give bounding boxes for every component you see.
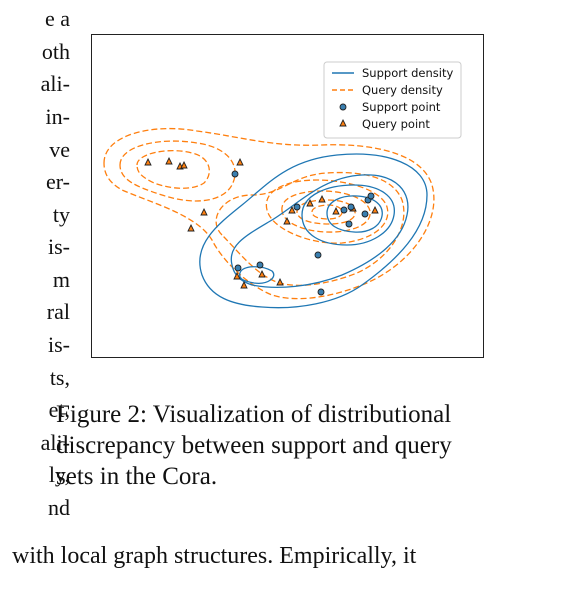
density-plot: Support density Query density Support po… — [103, 61, 462, 309]
figure-plot: Support density Query density Support po… — [91, 34, 484, 358]
support-point-swatch — [339, 103, 347, 111]
query-point — [371, 205, 379, 214]
legend: Support density Query density Support po… — [323, 61, 462, 139]
text-fragment: oth — [41, 39, 70, 64]
query-point-swatch — [339, 118, 347, 127]
text-fragment: ali- — [40, 430, 70, 455]
text-fragment: ly, — [48, 462, 70, 487]
query-contour-left-3 — [136, 150, 210, 189]
query-point — [258, 269, 266, 278]
legend-box — [323, 61, 462, 139]
support-point — [347, 203, 355, 211]
query-contour-right-3 — [281, 190, 371, 233]
support-contour-outer — [199, 153, 428, 309]
text-fragment: ty — [52, 202, 70, 227]
query-point — [283, 216, 291, 225]
query-contour-right-5 — [311, 204, 343, 220]
support-point — [234, 264, 242, 272]
text-fragment: e a — [44, 6, 70, 31]
caption-line: discrepancy between support and query — [56, 432, 452, 459]
query-point — [200, 207, 208, 216]
query-point — [276, 277, 284, 286]
caption-line: Figure 2: Visualization of distributiona… — [56, 401, 452, 428]
query-contour-right-4 — [296, 199, 356, 225]
support-points — [231, 170, 375, 296]
query-contour-left-2 — [119, 140, 236, 202]
query-point — [318, 194, 326, 203]
text-fragment: ts, — [49, 365, 70, 390]
body-text-line: with local graph structures. Empirically… — [12, 543, 417, 569]
text-fragment: er- — [46, 169, 70, 194]
query-contour-outer — [103, 127, 435, 300]
text-fragment: ral — [46, 299, 70, 324]
query-point — [165, 156, 173, 165]
support-point — [293, 203, 301, 211]
support-contour-3 — [301, 184, 395, 246]
support-point — [256, 261, 264, 269]
query-point — [187, 223, 195, 232]
text-fragment: is- — [48, 332, 70, 357]
support-point — [231, 170, 239, 178]
support-contour-4 — [326, 195, 383, 233]
text-fragment: nd — [48, 495, 70, 520]
support-point — [340, 206, 348, 214]
support-density-contours — [199, 153, 428, 309]
text-fragment: ve — [49, 137, 70, 162]
legend-query-density: Query density — [362, 83, 443, 97]
query-contour-mid-2 — [215, 171, 405, 286]
support-point — [367, 192, 375, 200]
query-point — [306, 198, 314, 207]
query-points — [144, 156, 379, 289]
text-fragment: in- — [45, 104, 70, 129]
query-point — [180, 160, 188, 169]
legend-support-point: Support point — [362, 100, 441, 114]
query-point — [144, 157, 152, 166]
query-point — [236, 157, 244, 166]
query-point — [332, 206, 340, 215]
caption-line: sets in the Cora. — [56, 463, 218, 490]
query-point — [288, 205, 296, 214]
support-contour-small-bottom — [238, 266, 275, 284]
support-point — [314, 251, 322, 259]
text-fragment: et, — [48, 397, 70, 422]
support-point — [345, 220, 353, 228]
support-point — [317, 288, 325, 296]
figure-caption: Figure 2: Visualization of distributiona… — [56, 399, 576, 492]
legend-query-point: Query point — [362, 117, 430, 131]
query-point — [240, 280, 248, 289]
support-point — [361, 210, 369, 218]
legend-support-density: Support density — [362, 66, 453, 80]
query-contour-right-2 — [265, 179, 389, 244]
text-fragment: m — [52, 267, 70, 292]
query-point — [233, 271, 241, 280]
text-fragment: ali- — [40, 71, 70, 96]
text-fragment: is- — [48, 234, 70, 259]
support-contour-2 — [230, 174, 409, 288]
query-density-contours — [103, 127, 435, 300]
